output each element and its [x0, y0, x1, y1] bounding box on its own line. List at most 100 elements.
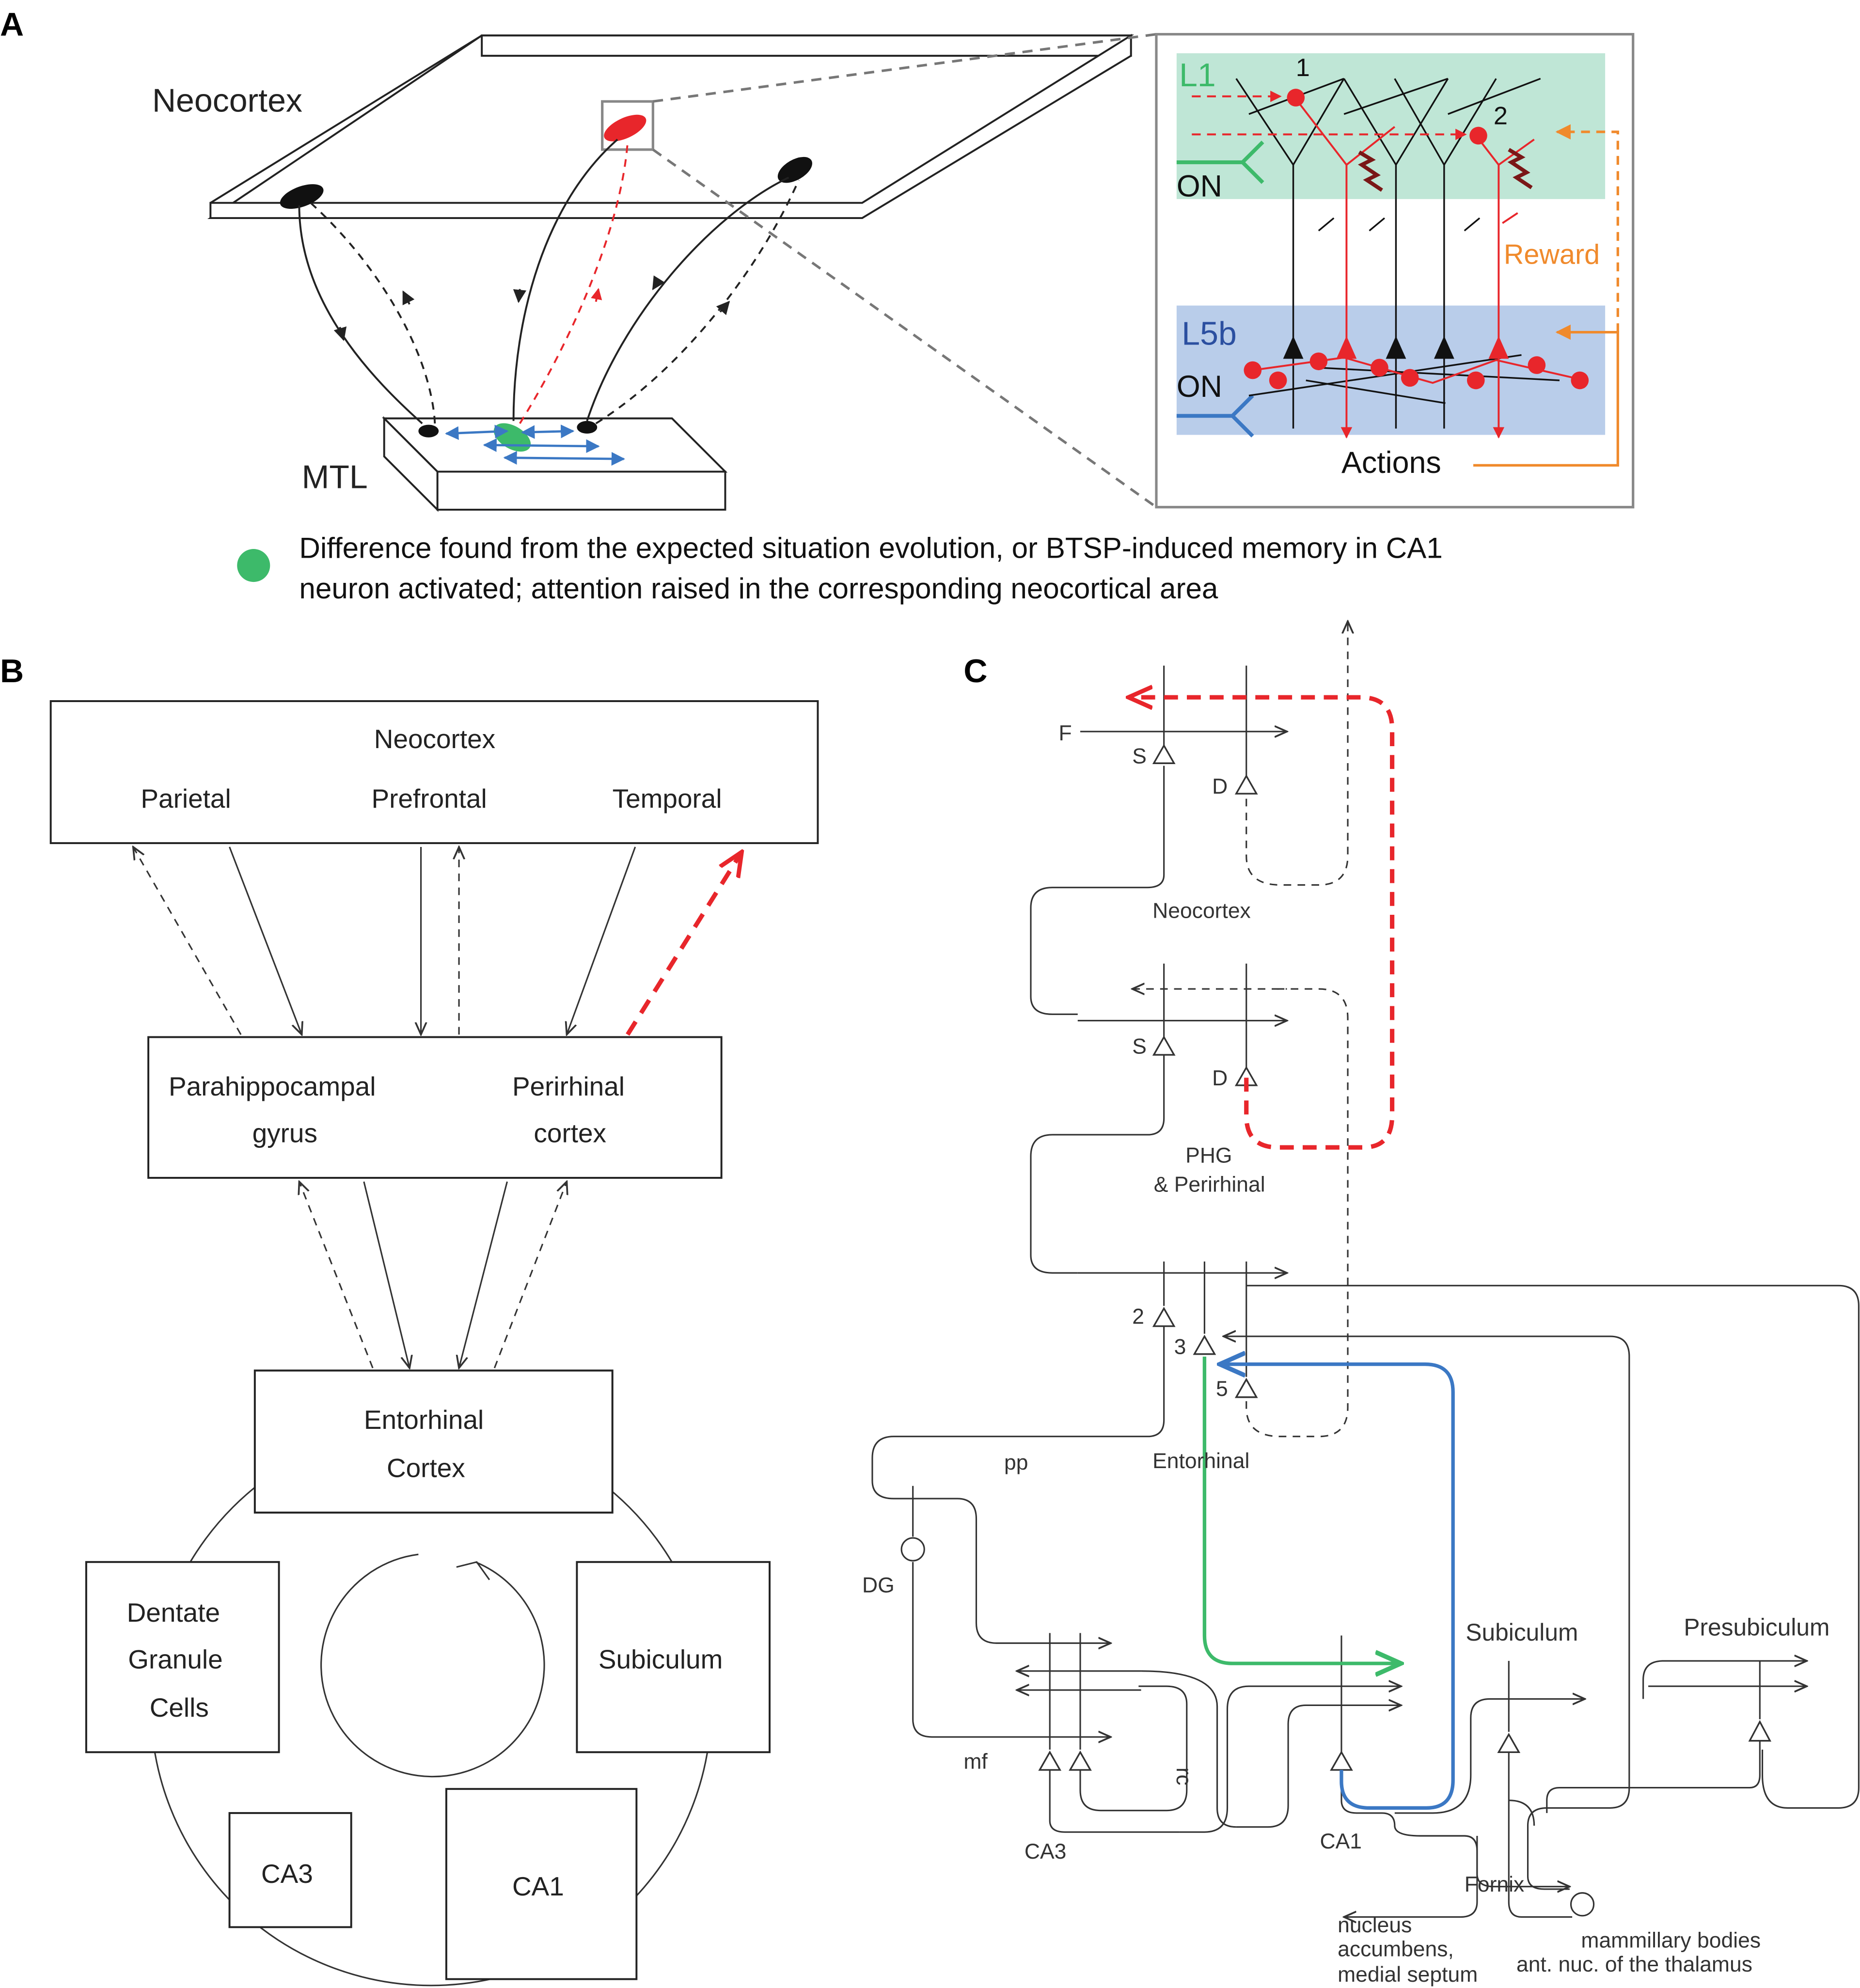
b-dentate-line-3: Cells — [150, 1692, 209, 1722]
c-s1-label: S — [1132, 744, 1147, 768]
spike-icon-2 — [1507, 148, 1533, 189]
on-bottom-label: ON — [1177, 370, 1222, 404]
dentate-box — [85, 1561, 280, 1753]
b-dentate-line-2: Granule — [128, 1644, 222, 1675]
c-d1-label: D — [1212, 775, 1228, 798]
ca1-box — [445, 1788, 638, 1980]
c-phg-line-1: PHG — [1185, 1144, 1232, 1168]
c-circuit-lines — [871, 621, 1860, 1917]
c-presubiculum-label: Presubiculum — [1684, 1614, 1829, 1641]
panel-b-letter: B — [0, 653, 24, 689]
neocortex-box — [49, 700, 819, 845]
inset-cortical-column: L1 L5b ON ON — [1155, 33, 1635, 509]
l1-label: L1 — [1179, 57, 1216, 94]
b-ca1-label: CA1 — [512, 1871, 564, 1901]
b-temporal-label: Temporal — [613, 783, 722, 814]
c-pp-label: pp — [1004, 1451, 1028, 1474]
b-parahippocampal-line-1: Parahippocampal — [169, 1071, 376, 1101]
c-neuron-triangles — [1038, 744, 1772, 1771]
on-top-glyph — [1176, 141, 1264, 184]
c-blue-pathway — [1220, 1364, 1455, 1810]
panel-c: C — [862, 621, 1860, 1987]
c-fornix-label: Fornix — [1465, 1873, 1525, 1896]
b-prefrontal-label: Prefrontal — [372, 783, 487, 814]
c-f-label: F — [1059, 721, 1072, 745]
c-dg-label: DG — [862, 1574, 895, 1597]
black-soma-1 — [1283, 336, 1304, 359]
b-entorhinal-title-1: Entorhinal — [364, 1405, 484, 1435]
l5b-label: L5b — [1182, 315, 1236, 352]
c-neocortex-label: Neocortex — [1152, 899, 1251, 923]
mtl-blue-arrows — [445, 424, 626, 466]
l1-band — [1176, 53, 1606, 199]
b-arrows — [133, 847, 636, 1368]
neocortex-node-red — [604, 114, 646, 141]
neuron-2-label: 2 — [1494, 102, 1508, 130]
red-soma-1 — [1336, 336, 1357, 359]
b-neocortex-label: Neocortex — [374, 724, 495, 754]
zoom-line-bottom — [652, 148, 1157, 508]
b-entorhinal-title-2: Cortex — [387, 1453, 465, 1483]
c-nucleus-line-1: nucleus — [1338, 1913, 1412, 1937]
c-layer-2-label: 2 — [1132, 1305, 1144, 1329]
legend-green-dot — [237, 549, 270, 582]
b-parahippocampal-line-2: gyrus — [252, 1118, 317, 1148]
actions-label: Actions — [1341, 446, 1441, 480]
b-ca3-label: CA3 — [261, 1859, 313, 1889]
red-soma-2 — [1488, 336, 1509, 359]
legend-line-1: Difference found from the expected situa… — [299, 532, 1442, 564]
panel-c-letter: C — [963, 653, 987, 689]
b-parietal-label: Parietal — [141, 783, 231, 814]
panel-b: B Neocortex Parietal Prefrontal Temporal… — [0, 653, 819, 1987]
legend-line-2: neuron activated; attention raised in th… — [299, 572, 1218, 605]
parahippocampal-box — [147, 1036, 723, 1179]
on-bottom-glyph — [1176, 394, 1254, 438]
c-mammillary-line-2: ant. nuc. of the thalamus — [1516, 1953, 1752, 1976]
mtl-neocortex-loops — [298, 139, 800, 424]
mammillary-terminal — [1570, 1892, 1595, 1917]
c-rc-label: rc — [1172, 1768, 1196, 1785]
mtl-node-left — [418, 424, 439, 438]
neocortex-node-left — [280, 184, 324, 209]
c-s2-label: S — [1132, 1034, 1147, 1058]
black-neurons — [1235, 78, 1560, 429]
c-ca1-label: CA1 — [1320, 1830, 1362, 1853]
neocortex-node-right — [777, 157, 812, 183]
panel-a-letter: A — [0, 6, 24, 43]
red-boutons — [1244, 89, 1589, 390]
c-d2-label: D — [1212, 1066, 1228, 1090]
panel-a: A Neocortex MTL — [0, 6, 1635, 605]
neocortex-label: Neocortex — [152, 82, 302, 119]
black-soma-2 — [1386, 336, 1406, 359]
c-layer-5-label: 5 — [1216, 1377, 1228, 1401]
c-green-pathway — [1202, 1356, 1401, 1663]
b-perirhinal-line-2: cortex — [534, 1118, 606, 1148]
c-entorhinal-label: Entorhinal — [1152, 1449, 1249, 1473]
reward-loop — [1473, 124, 1619, 467]
b-red-attention-arrow — [626, 852, 741, 1036]
c-nucleus-line-3: medial septum — [1338, 1963, 1478, 1987]
mtl-node-right — [577, 421, 598, 434]
c-nucleus-line-2: accumbens, — [1338, 1938, 1454, 1961]
spike-icon-1 — [1358, 150, 1383, 192]
zoom-line-top — [653, 33, 1157, 103]
neocortex-slab — [207, 33, 1135, 219]
ca3-box — [228, 1812, 352, 1928]
reward-label: Reward — [1504, 239, 1600, 270]
subiculum-box — [576, 1561, 771, 1753]
black-soma-3 — [1434, 336, 1454, 359]
b-dentate-line-1: Dentate — [127, 1597, 220, 1628]
on-top-label: ON — [1177, 170, 1222, 203]
b-perirhinal-line-1: Perirhinal — [512, 1071, 625, 1101]
c-mf-label: mf — [963, 1750, 988, 1773]
mtl-label: MTL — [302, 458, 368, 495]
c-subiculum-label: Subiculum — [1466, 1619, 1578, 1646]
neuron-1-label: 1 — [1296, 54, 1310, 82]
inner-cycle-arrow — [320, 1553, 545, 1778]
c-phg-line-2: & Perirhinal — [1154, 1173, 1265, 1197]
b-subiculum-label: Subiculum — [599, 1644, 723, 1675]
c-ca3-label: CA3 — [1025, 1840, 1067, 1863]
c-mammillary-line-1: mammillary bodies — [1581, 1928, 1761, 1952]
c-layer-3-label: 3 — [1174, 1335, 1186, 1359]
